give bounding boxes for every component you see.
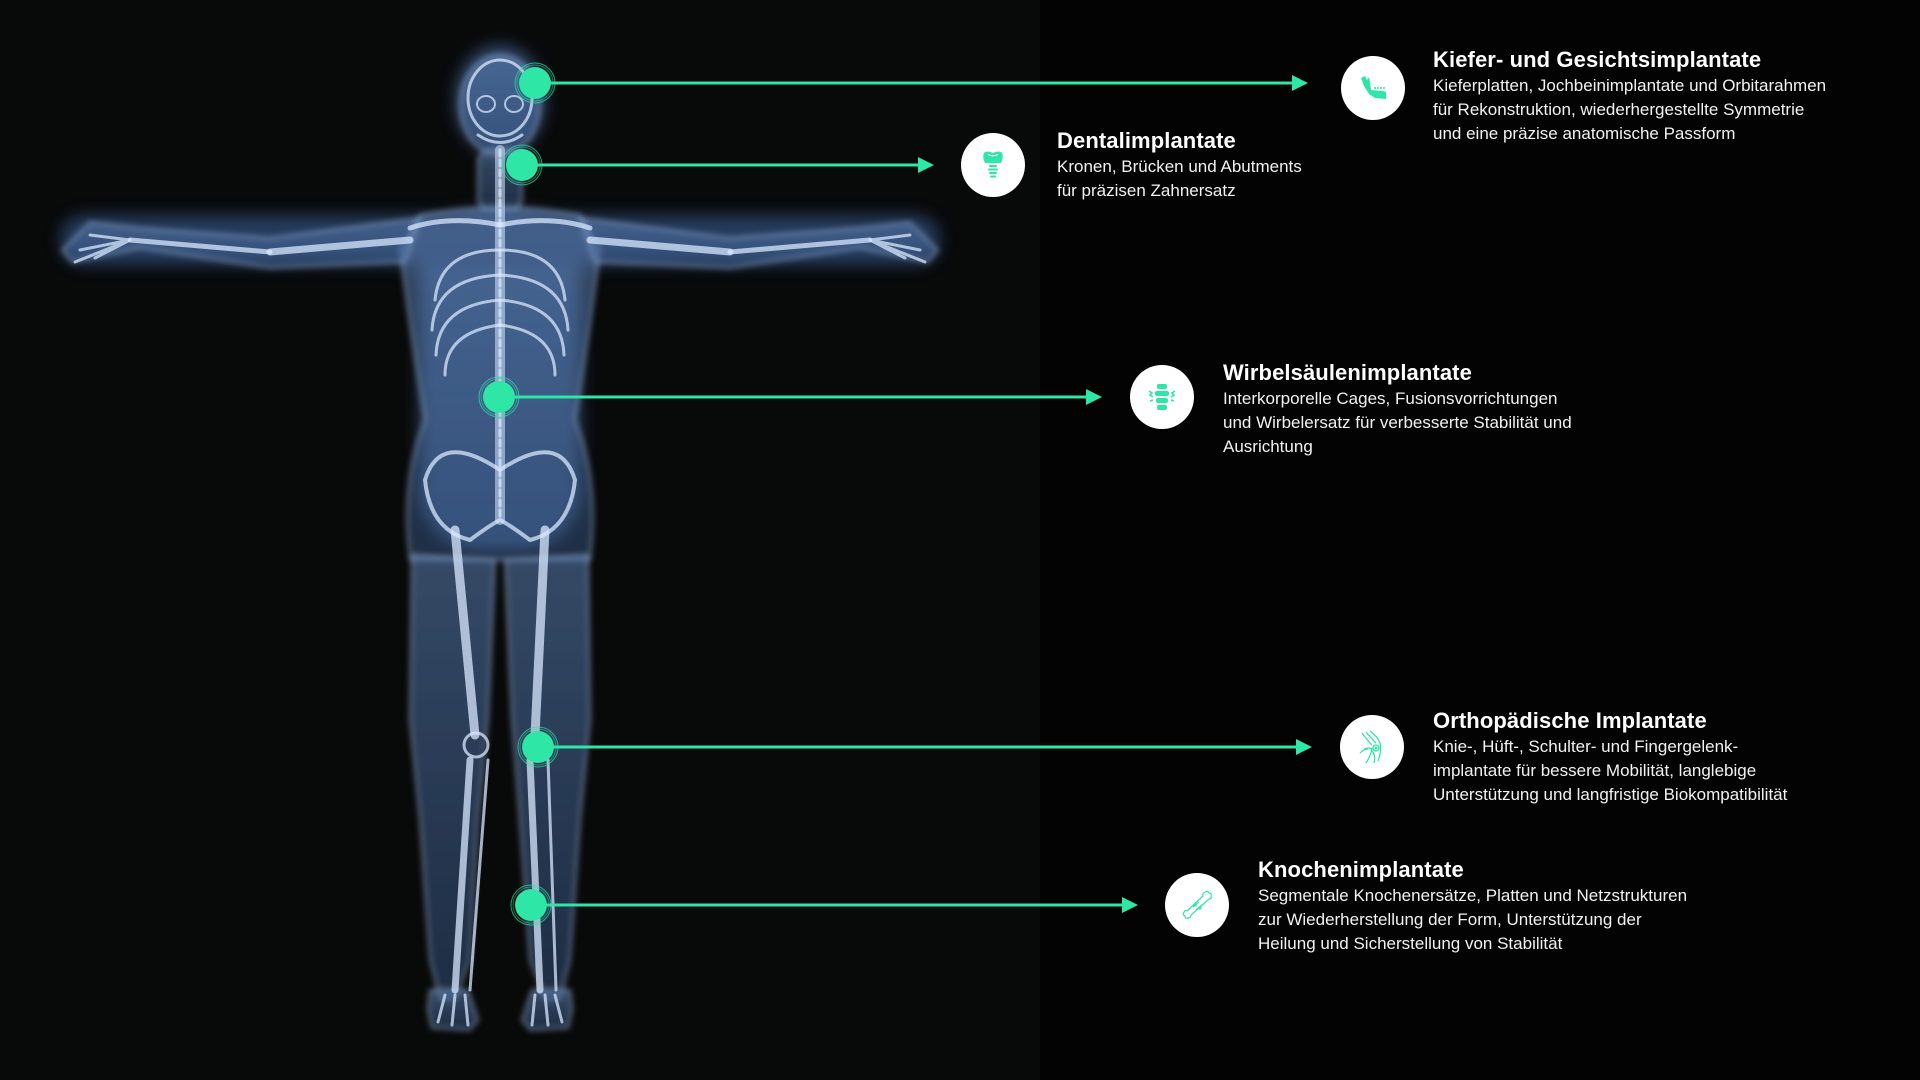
implant-card-jaw: Kiefer- und Gesichtsimplantate Kieferpla… — [1433, 46, 1826, 146]
ortho-icon-badge — [1340, 715, 1404, 779]
implant-description: Interkorporelle Cages, Fusionsvorrichtun… — [1223, 389, 1572, 456]
implant-card-ortho: Orthopädische Implantate Knie-, Hüft-, S… — [1433, 707, 1787, 807]
implant-card-dental: Dentalimplantate Kronen, Brücken und Abu… — [1057, 127, 1302, 203]
arrowhead-ortho — [1296, 739, 1312, 755]
arrowhead-spine — [1086, 389, 1102, 405]
arrowhead-bone — [1122, 897, 1138, 913]
hotspot-bone[interactable] — [514, 888, 548, 922]
hotspot-dental[interactable] — [505, 148, 539, 182]
spine-icon — [1148, 384, 1176, 410]
implant-description: Kronen, Brücken und Abutments für präzis… — [1057, 157, 1302, 200]
knee-joint-icon — [1359, 730, 1382, 764]
bone-icon — [1182, 890, 1212, 919]
hotspot-jaw[interactable] — [518, 66, 552, 100]
bone-icon-badge — [1165, 873, 1229, 937]
dental-icon-badge — [961, 133, 1025, 197]
implant-card-bone: Knochenimplantate Segmentale Knochenersä… — [1258, 856, 1687, 956]
implant-card-spine: Wirbelsäulenimplantate Interkorporelle C… — [1223, 359, 1572, 459]
jaw-icon-badge — [1341, 56, 1405, 120]
implant-description: Segmentale Knochenersätze, Platten und N… — [1258, 886, 1688, 953]
implant-description: Knie-, Hüft-, Schulter- und Fingergelenk… — [1433, 737, 1788, 804]
implant-title: Orthopädische Implantate — [1433, 708, 1707, 733]
implant-title: Knochenimplantate — [1258, 857, 1464, 882]
jaw-icon — [1361, 76, 1386, 99]
hotspot-ortho[interactable] — [521, 730, 555, 764]
implant-title: Kiefer- und Gesichtsimplantate — [1433, 47, 1762, 72]
hotspot-spine[interactable] — [482, 380, 516, 414]
dental-implant-icon — [983, 151, 1003, 178]
implant-title: Wirbelsäulenimplantate — [1223, 360, 1472, 385]
implant-description: Kieferplatten, Jochbeinimplantate und Or… — [1433, 76, 1827, 143]
spine-icon-badge — [1130, 365, 1194, 429]
xray-skeleton-figure — [60, 45, 940, 1032]
arrowhead-jaw — [1292, 75, 1308, 91]
implant-title: Dentalimplantate — [1057, 128, 1236, 153]
